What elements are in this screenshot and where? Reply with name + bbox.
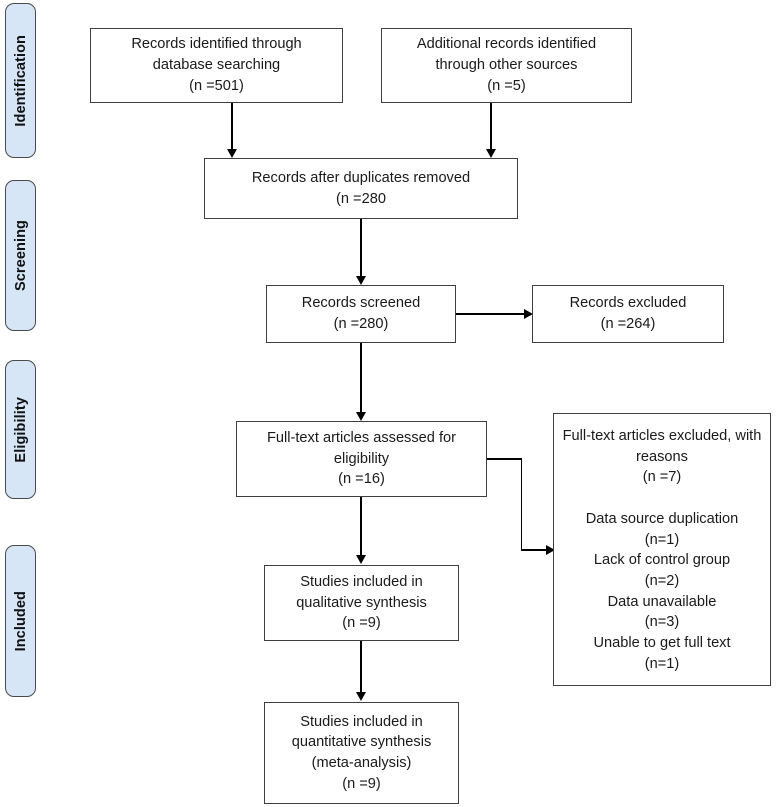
connector-fulltext-to-excluded-seg3 — [520, 549, 547, 551]
box-full-text-assessed-text: Full-text articles assessed for eligibil… — [267, 429, 456, 488]
connector-fulltext-to-qualitative — [360, 497, 362, 555]
arrowhead-fulltext-to-excluded — [546, 545, 555, 555]
box-records-after-duplicates-removed-text: Records after duplicates removed (n =280 — [251, 169, 471, 207]
box-additional-records-other-sources-text: Additional records identified through ot… — [416, 36, 597, 94]
box-full-text-excluded-reasons: Full-text articles excluded, with reason… — [553, 413, 771, 686]
box-studies-quantitative-text: Studies included in quantitative synthes… — [291, 713, 432, 792]
box-full-text-assessed: Full-text articles assessed for eligibil… — [236, 421, 487, 497]
stage-tab-included-label: Included — [12, 590, 29, 652]
arrowhead-fulltext-to-qualitative — [355, 555, 366, 564]
box-studies-qualitative-text: Studies included in qualitative synthesi… — [296, 573, 427, 632]
box-additional-records-other-sources: Additional records identified through ot… — [381, 28, 632, 103]
arrowhead-screened-to-fulltext — [355, 412, 366, 421]
arrowhead-duplicates-to-screened — [355, 276, 366, 285]
box-full-text-excluded-reasons-text: Full-text articles excluded, with reason… — [562, 428, 762, 672]
connector-duplicates-to-screened — [360, 219, 362, 276]
arrowhead-additional-to-duplicates — [485, 149, 496, 158]
box-records-screened-text: Records screened (n =280) — [301, 295, 421, 332]
stage-tab-eligibility-label: Eligibility — [12, 396, 29, 463]
connector-fulltext-to-excluded-seg2 — [520, 458, 523, 550]
stage-tab-identification: Identification — [5, 3, 36, 158]
connector-identified-to-duplicates — [231, 103, 233, 149]
connector-qualitative-to-quantitative — [360, 641, 362, 692]
stage-tab-identification-label: Identification — [12, 34, 29, 127]
connector-fulltext-to-excluded-seg1 — [487, 458, 522, 460]
box-records-identified-database: Records identified through database sear… — [90, 28, 343, 103]
box-studies-quantitative: Studies included in quantitative synthes… — [264, 702, 459, 804]
connector-screened-to-excluded — [456, 313, 524, 315]
box-records-excluded-text: Records excluded (n =264) — [569, 295, 687, 332]
stage-tab-included: Included — [5, 545, 36, 697]
connector-screened-to-fulltext — [360, 343, 362, 412]
box-records-screened: Records screened (n =280) — [266, 285, 456, 343]
box-records-identified-database-text: Records identified through database sear… — [131, 36, 302, 94]
arrowhead-screened-to-excluded — [524, 308, 533, 319]
box-studies-qualitative: Studies included in qualitative synthesi… — [264, 565, 459, 641]
stage-tab-screening: Screening — [5, 180, 36, 331]
arrowhead-identified-to-duplicates — [226, 149, 237, 158]
stage-tab-eligibility: Eligibility — [5, 360, 36, 499]
connector-additional-to-duplicates — [490, 103, 492, 149]
stage-tab-screening-label: Screening — [12, 219, 29, 291]
box-records-excluded: Records excluded (n =264) — [532, 285, 724, 343]
box-records-after-duplicates-removed: Records after duplicates removed (n =280 — [204, 158, 518, 219]
arrowhead-qualitative-to-quantitative — [355, 692, 366, 701]
